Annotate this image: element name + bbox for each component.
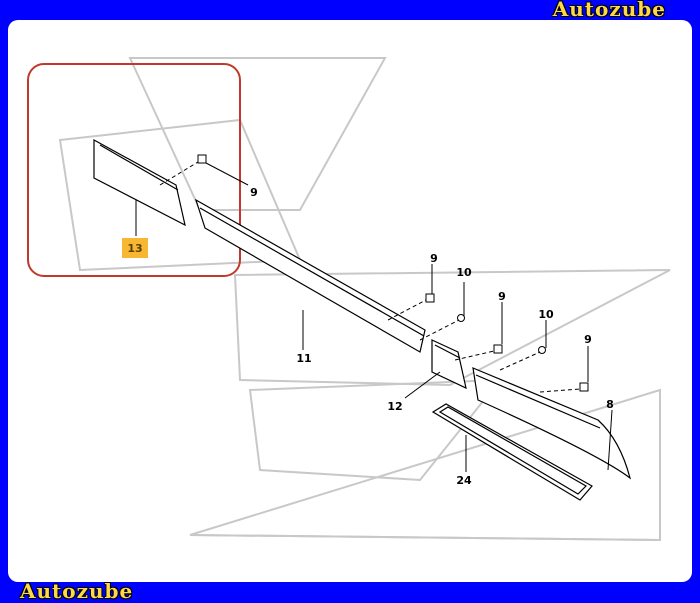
highlight-box	[27, 63, 241, 277]
leader-lines	[135, 162, 613, 472]
callout-13-badge	[122, 238, 148, 258]
bolt-10-b[interactable]	[538, 346, 546, 354]
part-11-molding[interactable]	[194, 198, 426, 353]
callout-24: 24	[456, 474, 472, 487]
watermark-base	[189, 534, 661, 541]
callout-9-c: 9	[498, 290, 506, 303]
part-13-molding[interactable]	[93, 138, 186, 227]
clip-9-d[interactable]	[579, 382, 589, 392]
clip-9-c[interactable]	[493, 344, 503, 354]
callout-9-d: 9	[584, 333, 592, 346]
part-8-molding[interactable]	[472, 367, 632, 480]
watermark-triangle-bottom	[189, 388, 661, 542]
callout-9-b: 9	[430, 252, 438, 265]
callout-10-b: 10	[538, 308, 554, 321]
clip-9-b[interactable]	[425, 293, 435, 303]
callout-11: 11	[296, 352, 311, 365]
callout-12: 12	[387, 400, 402, 413]
watermark-triangle-top	[128, 57, 387, 211]
watermark-quad-mid	[248, 378, 503, 482]
callout-13: 13	[127, 242, 142, 255]
watermark-band-mid	[233, 269, 671, 387]
callout-8: 8	[606, 398, 614, 411]
clip-9-a[interactable]	[197, 154, 207, 164]
callout-10-a: 10	[456, 266, 472, 279]
brand-watermark-bottom: Autozube	[20, 579, 134, 603]
alignment-lines	[159, 161, 581, 393]
callout-9-a: 9	[250, 186, 258, 199]
part-24-strip[interactable]	[431, 403, 593, 501]
fasteners	[197, 154, 589, 392]
brand-watermark-top: Autozube	[552, 0, 666, 21]
part-12-molding[interactable]	[431, 339, 467, 390]
bolt-10-a[interactable]	[457, 314, 465, 322]
